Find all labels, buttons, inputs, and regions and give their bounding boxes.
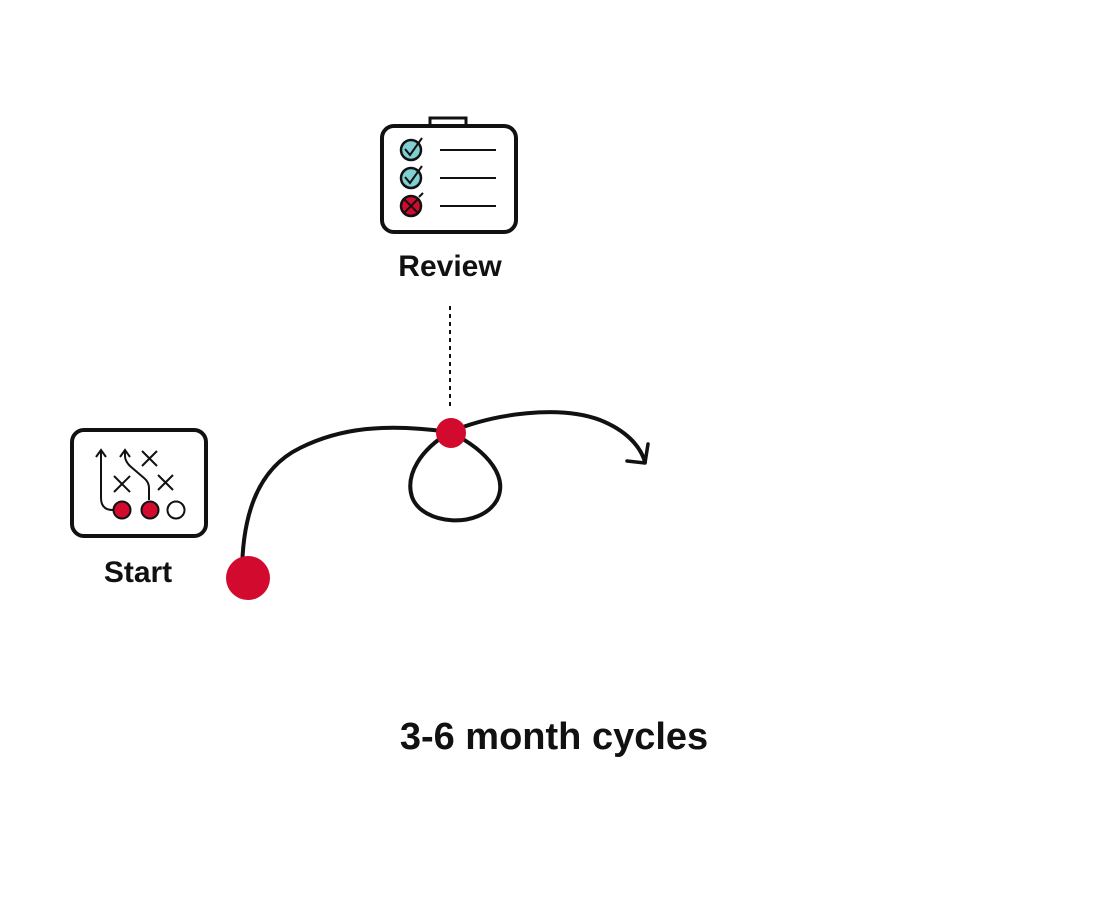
cycle-path <box>240 410 647 577</box>
playbook-strategy-icon <box>70 428 208 538</box>
start-label: Start <box>103 556 173 589</box>
clipboard-checklist-icon <box>380 116 518 234</box>
cycle-arrow-head-icon <box>625 442 650 465</box>
start-point <box>226 556 270 600</box>
review-label: Review <box>398 250 502 283</box>
review-point <box>436 418 466 448</box>
cycle-caption: 3-6 month cycles <box>399 716 709 758</box>
